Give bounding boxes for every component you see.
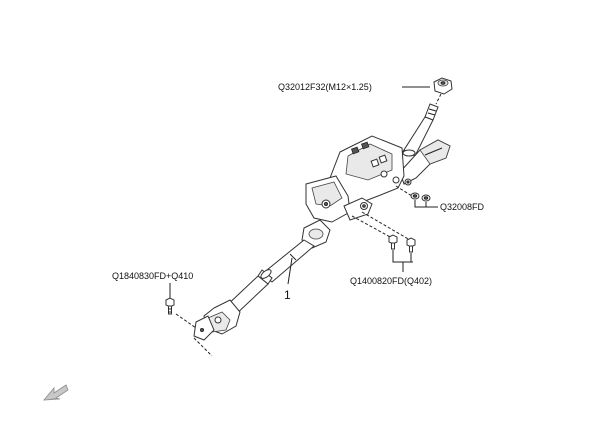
lower-shaft-dash	[193, 337, 213, 357]
column-bracket	[305, 135, 412, 223]
lower-bolt-dash-a	[351, 215, 393, 239]
flange-nut	[433, 77, 453, 95]
tilt-lever	[399, 139, 451, 185]
lower-center-bolts	[388, 234, 416, 272]
right-bolt-dash	[395, 185, 413, 197]
top-nut-label: Q32012F32(M12×1.25)	[278, 82, 372, 92]
lower-shaft	[193, 219, 331, 341]
lower-center-bolt-label: Q1400820FD(Q402)	[350, 276, 432, 286]
item-number: 1	[284, 288, 291, 302]
back-arrow-icon[interactable]	[43, 384, 69, 401]
left-bolt	[165, 283, 175, 315]
nut-axis-dash	[435, 93, 442, 105]
left-bolt-dash	[175, 313, 197, 329]
top-nut-callout: Q32012F32(M12×1.25)	[278, 82, 430, 92]
item-leader	[287, 257, 293, 285]
right-bolt-label: Q32008FD	[440, 202, 485, 212]
left-bolt-label: Q1840830FD+Q410	[112, 271, 193, 281]
right-bolts	[410, 192, 438, 208]
lower-bolt-dash-b	[361, 211, 411, 241]
